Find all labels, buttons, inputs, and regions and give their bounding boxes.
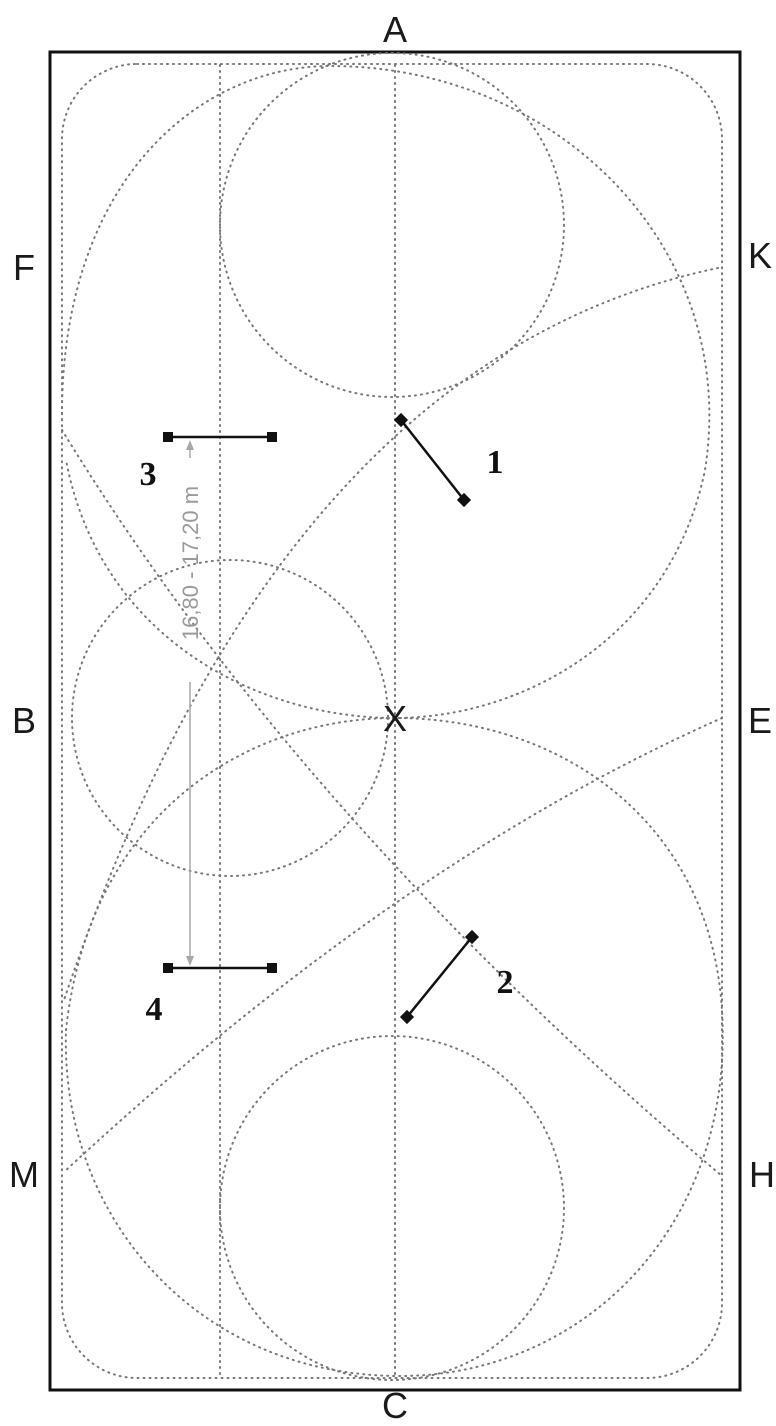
obstacle-2-pole	[406, 936, 473, 1018]
diagonal-f-to-h	[61, 429, 723, 1177]
circle-a	[219, 52, 565, 398]
letter-x: X	[383, 698, 407, 739]
diagonal-k-to-m-area	[63, 267, 719, 1001]
obstacle-1-stand-left	[393, 412, 409, 428]
measurement-arrow-down	[186, 956, 194, 966]
obstacle-4: 4	[146, 963, 277, 1028]
obstacle-3-stand-left	[163, 432, 173, 442]
obstacle-1-number: 1	[487, 444, 504, 481]
obstacle-2-stand-right	[464, 929, 480, 945]
circle-b	[71, 559, 389, 877]
obstacle-3-number: 3	[140, 456, 157, 493]
half-circle-upper	[60, 64, 711, 720]
measurement-arrow-up	[186, 440, 194, 450]
letter-f: F	[13, 247, 35, 288]
letter-b: B	[12, 700, 36, 741]
obstacle-1-pole	[400, 419, 465, 501]
letter-m: M	[9, 1154, 39, 1195]
obstacle-1-stand-right	[456, 492, 472, 508]
letter-k: K	[748, 235, 772, 276]
distance-measurement: 16,80 - 17,20 m	[178, 440, 203, 966]
letter-h: H	[749, 1154, 775, 1195]
obstacle-3: 3	[140, 432, 277, 493]
measurement-label: 16,80 - 17,20 m	[178, 486, 203, 640]
obstacle-3-stand-right	[267, 432, 277, 442]
obstacle-4-stand-left	[163, 963, 173, 973]
letter-c: C	[382, 1385, 408, 1426]
diagonal-e-to-m	[63, 717, 723, 1173]
half-circle-lower	[64, 716, 724, 1378]
obstacle-2-stand-left	[399, 1009, 415, 1025]
obstacle-2-number: 2	[497, 964, 514, 1001]
obstacle-4-number: 4	[146, 991, 163, 1028]
obstacle-2: 2	[399, 929, 514, 1025]
letter-a: A	[383, 9, 407, 50]
obstacle-4-stand-right	[267, 963, 277, 973]
riding-tracks	[60, 52, 724, 1381]
arena-border	[48, 50, 742, 1392]
obstacle-1: 1	[393, 412, 504, 508]
circle-c	[219, 1035, 565, 1381]
letter-e: E	[748, 700, 772, 741]
